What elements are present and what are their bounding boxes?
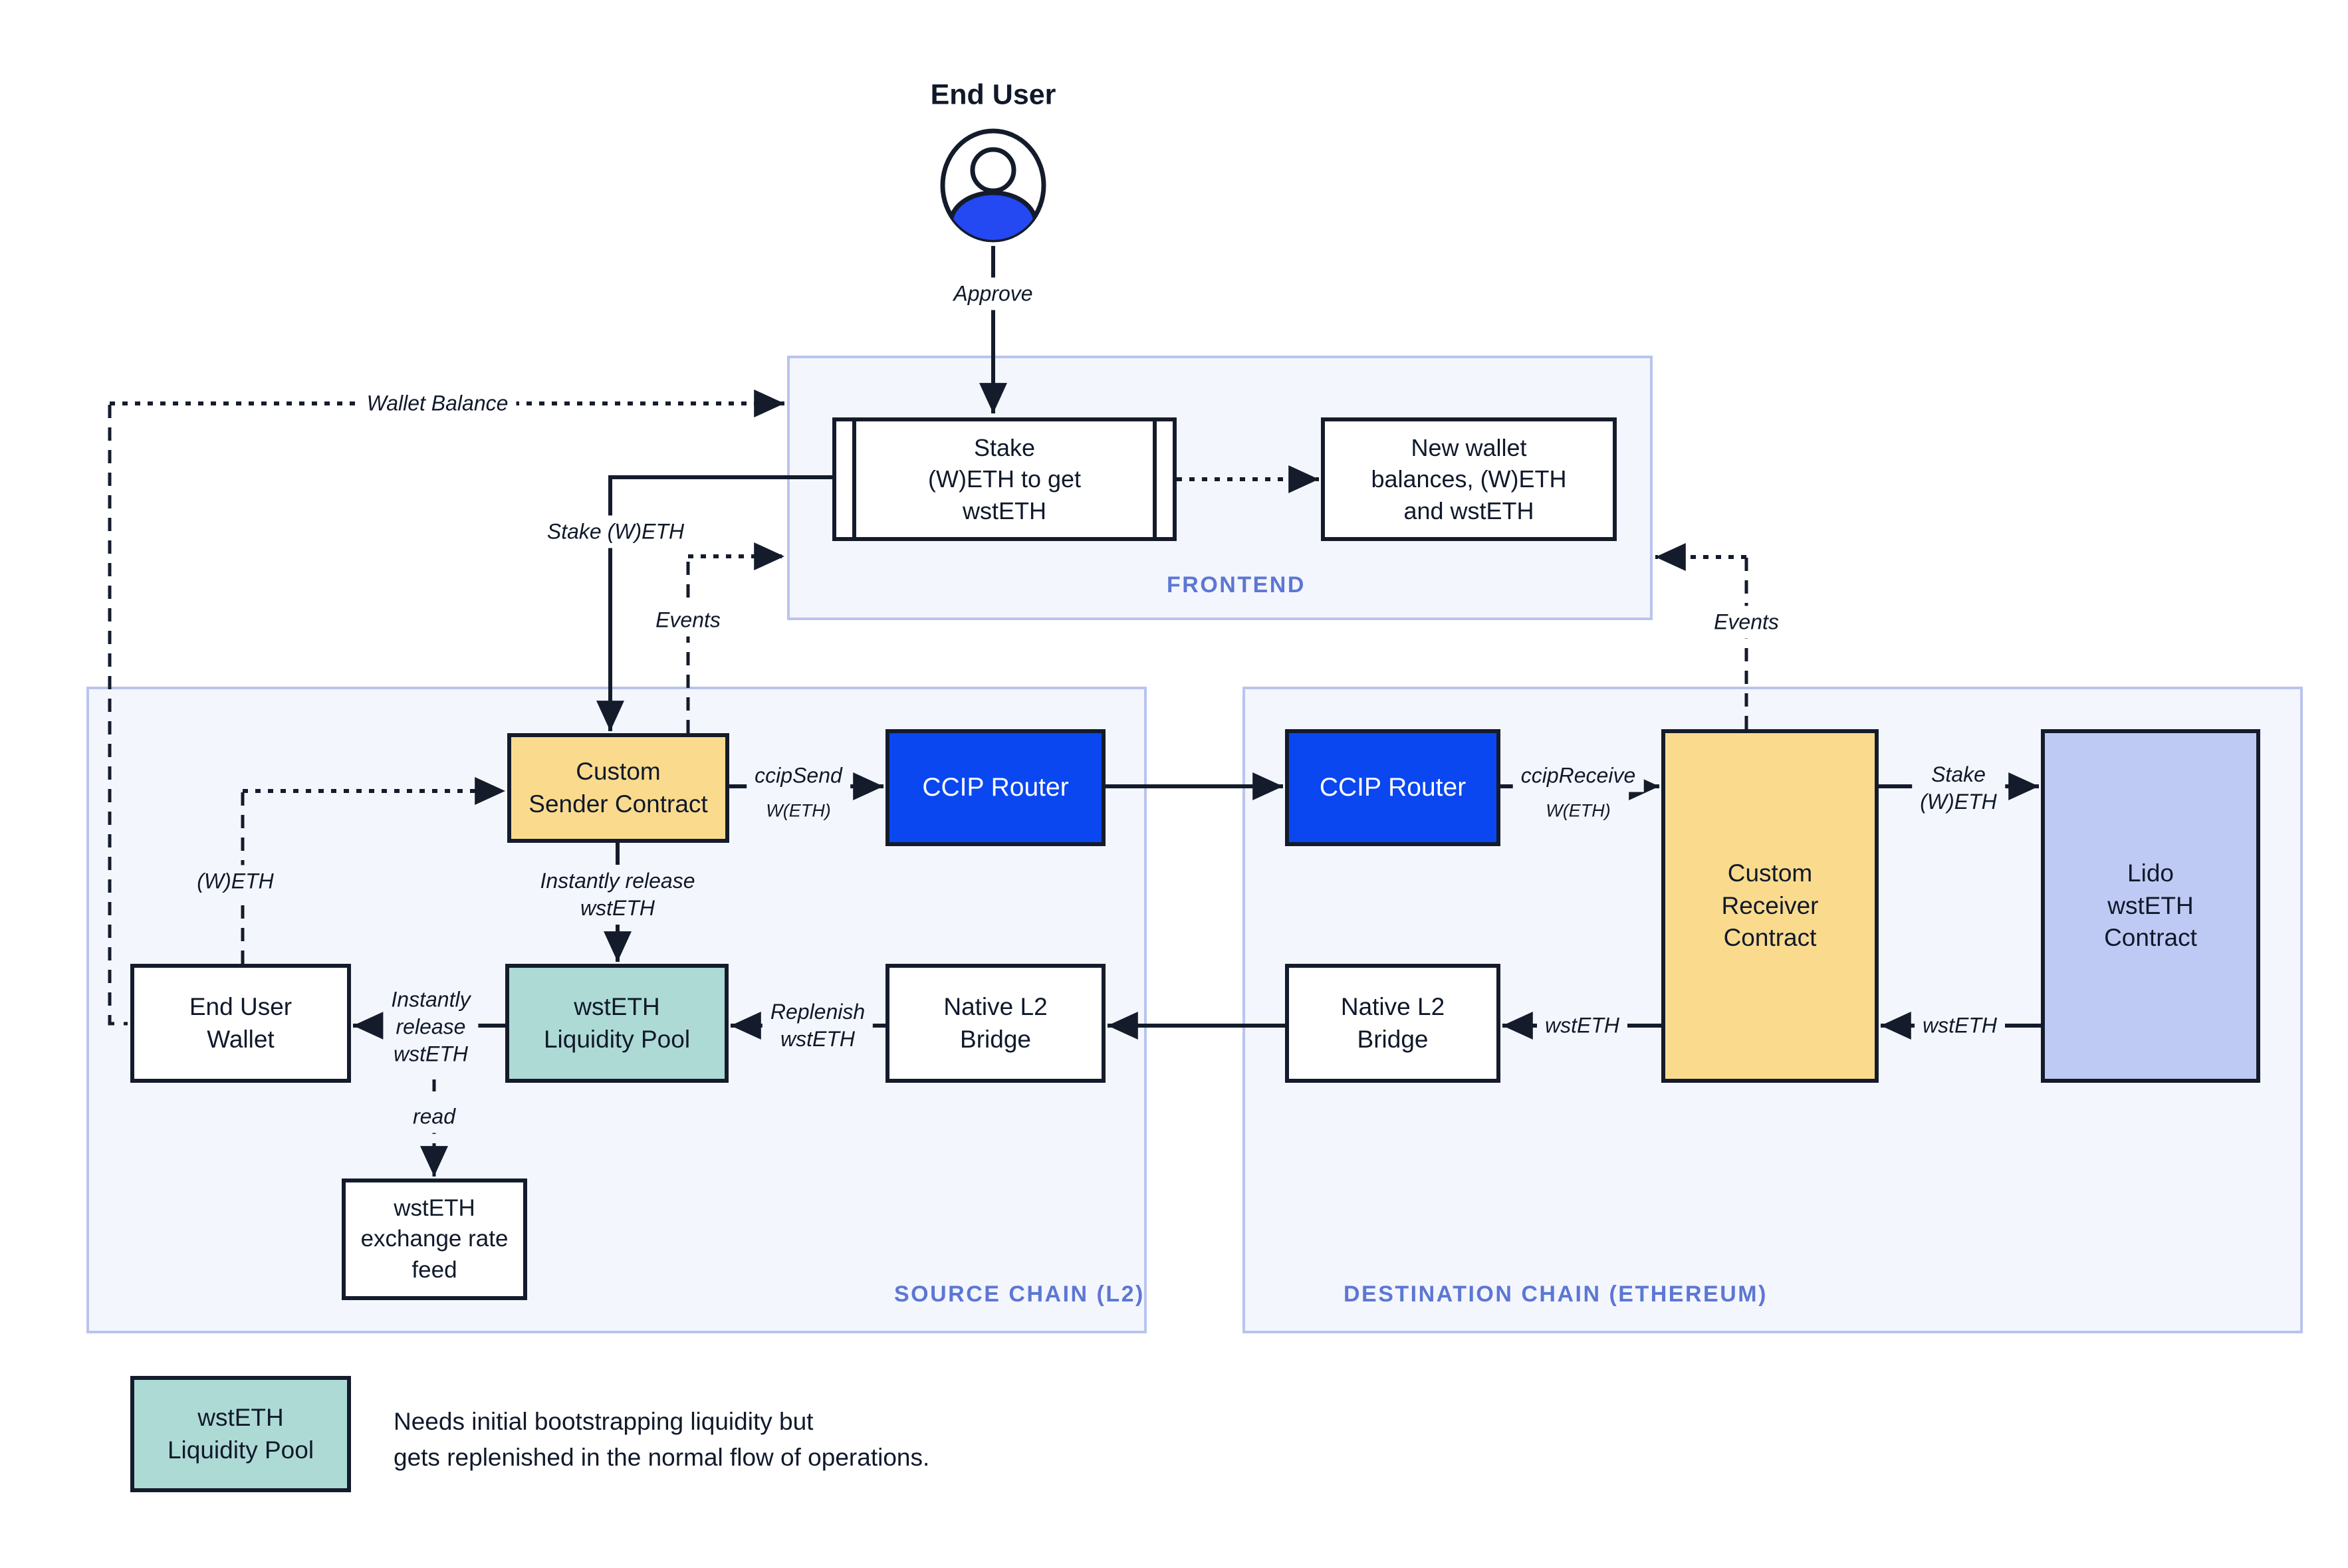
edge-label-wsteth-from-lido: wstETH — [1915, 1009, 2005, 1042]
node-custom-receiver-contract: Custom Receiver Contract — [1661, 729, 1879, 1083]
edge-label-stake-weth-dest: Stake (W)ETH — [1912, 758, 2005, 818]
edge-label-events-right: Events — [1706, 606, 1787, 639]
edge-label-ccip-receive: ccipReceive — [1512, 759, 1644, 792]
node-wsteth-liquidity-pool: wstETH Liquidity Pool — [505, 964, 729, 1083]
edge-label-instantly-release-wallet: Instantly release wstETH — [383, 983, 479, 1071]
edge-label-ccip-receive-token: W(ETH) — [1538, 796, 1619, 826]
node-custom-sender-contract: Custom Sender Contract — [507, 733, 729, 843]
edge-label-replenish: Replenish wstETH — [762, 996, 874, 1056]
node-native-l2-bridge-source: Native L2 Bridge — [885, 964, 1106, 1083]
edge-label-weth: (W)ETH — [189, 865, 282, 898]
node-stake-action: Stake (W)ETH to get wstETH — [832, 417, 1177, 541]
edge-label-stake-weth: Stake (W)ETH — [538, 515, 693, 548]
edge-label-read: read — [404, 1100, 464, 1133]
node-end-user-wallet: End User Wallet — [130, 964, 351, 1083]
node-ccip-router-source: CCIP Router — [885, 729, 1106, 846]
edge-label-events-left: Events — [647, 604, 729, 637]
subprocess-bar-right — [1153, 421, 1157, 537]
node-lido-wsteth-contract: Lido wstETH Contract — [2041, 729, 2260, 1083]
legend-liquidity-pool-box: wstETH Liquidity Pool — [130, 1376, 351, 1492]
edge-label-instantly-release: Instantly release wstETH — [532, 865, 703, 925]
edge-label-wallet-balance: Wallet Balance — [358, 387, 517, 420]
edge-label-ccip-send: ccipSend — [747, 759, 850, 792]
edge-label-wsteth-to-bridge: wstETH — [1537, 1009, 1627, 1042]
node-stake-action-label: Stake (W)ETH to get wstETH — [927, 433, 1082, 524]
edge-label-ccip-send-token: W(ETH) — [758, 796, 839, 826]
node-ccip-router-destination: CCIP Router — [1285, 729, 1500, 846]
destination-chain-label: DESTINATION CHAIN (ETHEREUM) — [1344, 1282, 1768, 1307]
node-wsteth-exchange-rate-feed: wstETH exchange rate feed — [342, 1178, 527, 1300]
end-user-title: End User — [930, 78, 1056, 111]
node-native-l2-bridge-destination: Native L2 Bridge — [1285, 964, 1500, 1083]
person-icon — [940, 128, 1046, 243]
node-new-wallet-balances: New wallet balances, (W)ETH and wstETH — [1321, 417, 1617, 541]
edge-label-approve: Approve — [945, 277, 1041, 310]
source-chain-label: SOURCE CHAIN (L2) — [894, 1282, 1145, 1307]
subprocess-bar-left — [852, 421, 856, 537]
frontend-label: FRONTEND — [1167, 572, 1306, 598]
legend-description: Needs initial bootstrapping liquidity bu… — [394, 1408, 930, 1471]
